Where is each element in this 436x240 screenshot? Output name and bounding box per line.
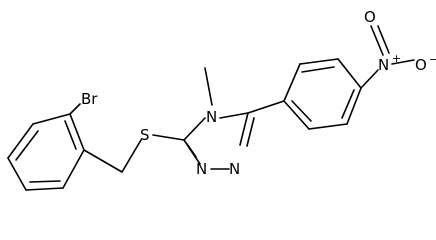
bond (7, 157, 27, 191)
bond-double-inner (301, 66, 335, 73)
bond-double-inner (341, 89, 355, 119)
n4-methyl-nitrogen-label: N (206, 108, 217, 126)
bond (283, 63, 301, 102)
bromophenyl-ring (7, 113, 85, 191)
bond (32, 113, 71, 125)
bond-n-o-single (391, 59, 415, 65)
bond-double-inner (291, 100, 312, 122)
bond-double-inner (29, 180, 61, 183)
bond (7, 123, 34, 159)
bond (299, 58, 339, 65)
n2-nitrogen-label: N (229, 160, 240, 178)
bond-c-br (69, 103, 81, 115)
bond-n-methyl (204, 67, 213, 106)
bond-double-inner (64, 120, 77, 150)
bond-double-inner (246, 117, 255, 147)
bond (62, 149, 85, 189)
bond-ring-ch2 (83, 149, 123, 173)
bond-n-o-double-inner (377, 25, 390, 54)
bromine-label: Br (81, 90, 98, 108)
nitrophenyl-ring (283, 58, 362, 130)
bond (239, 112, 249, 146)
nitrogen-positive-charge: + (392, 52, 401, 65)
bond-ring-nitro (360, 69, 379, 89)
sulfur-label: S (140, 126, 150, 144)
nitro-oxygen-right-label: O (415, 56, 427, 74)
bond-double-inner (15, 130, 39, 161)
molecule-diagram: Br S N N N (7, 8, 436, 191)
bond (183, 117, 206, 141)
triazole-ring (183, 112, 255, 170)
bond-ch2-s (121, 139, 142, 173)
bond-s-triazole (152, 134, 185, 141)
bond-double-inner (186, 143, 197, 158)
bond (283, 100, 310, 130)
oxygen-negative-charge: − (429, 53, 436, 66)
nitro-nitrogen-label: N (378, 56, 389, 74)
bond (219, 112, 249, 119)
bond-triazole-aryl (247, 100, 285, 114)
bond (337, 58, 362, 89)
bond (308, 123, 348, 130)
structure-canvas: Br S N N N (7, 8, 436, 191)
bond (69, 113, 85, 151)
bond-n-o-double (370, 25, 384, 56)
nitro-oxygen-top-label: O (364, 8, 376, 26)
n1-nitrogen-label: N (196, 160, 207, 178)
bond (25, 187, 64, 191)
bond (346, 87, 362, 125)
